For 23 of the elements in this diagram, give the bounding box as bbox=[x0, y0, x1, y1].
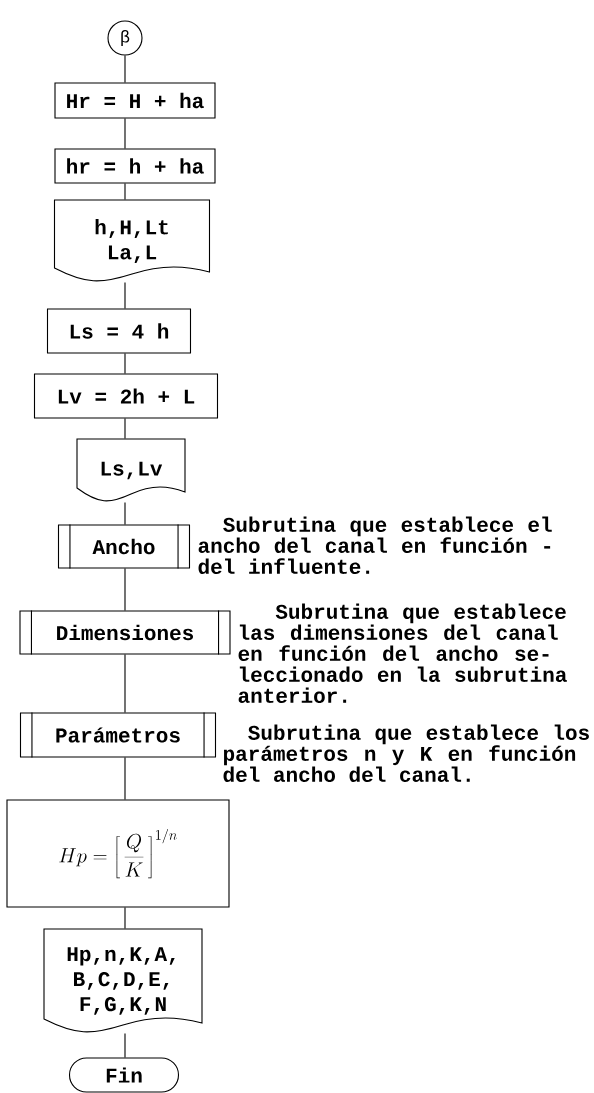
connector-line bbox=[124, 183, 126, 200]
connector-line bbox=[124, 1033, 126, 1058]
connector-line bbox=[124, 353, 126, 374]
process-box: Ls = 4 h bbox=[46, 308, 192, 354]
connector-line bbox=[124, 654, 126, 713]
connector-line bbox=[124, 118, 126, 149]
process-box: Hr = H + ha bbox=[54, 82, 216, 119]
formula-box: $Hp = \left[\, \frac{Q}{K} \,\right]^{1/n}$ bbox=[6, 799, 230, 908]
connector-line bbox=[124, 55, 126, 83]
connector-line bbox=[124, 568, 126, 611]
annotation-text: Subrutina que establece los parámetros n y K en función del ancho del canal. bbox=[223, 724, 589, 782]
subroutine-box: Dimensiones bbox=[19, 609, 231, 656]
connector-line bbox=[124, 282, 126, 309]
annotation-text: Subrutina que establece las dimensiones del canal en función del ancho se- leccionado en la subrutina anterior. bbox=[238, 603, 567, 703]
connector-line bbox=[124, 907, 126, 929]
annotation-text: Subrutina que establece el ancho del canal en función - del influente. bbox=[198, 516, 552, 574]
connector-line bbox=[124, 757, 126, 800]
process-box: hr = h + ha bbox=[54, 148, 216, 184]
subroutine-box: Ancho bbox=[57, 523, 191, 570]
subroutine-box: Parámetros bbox=[19, 711, 217, 759]
connector-line bbox=[124, 502, 126, 525]
connector-line bbox=[124, 418, 126, 439]
process-box: Lv = 2h + L bbox=[33, 373, 219, 419]
